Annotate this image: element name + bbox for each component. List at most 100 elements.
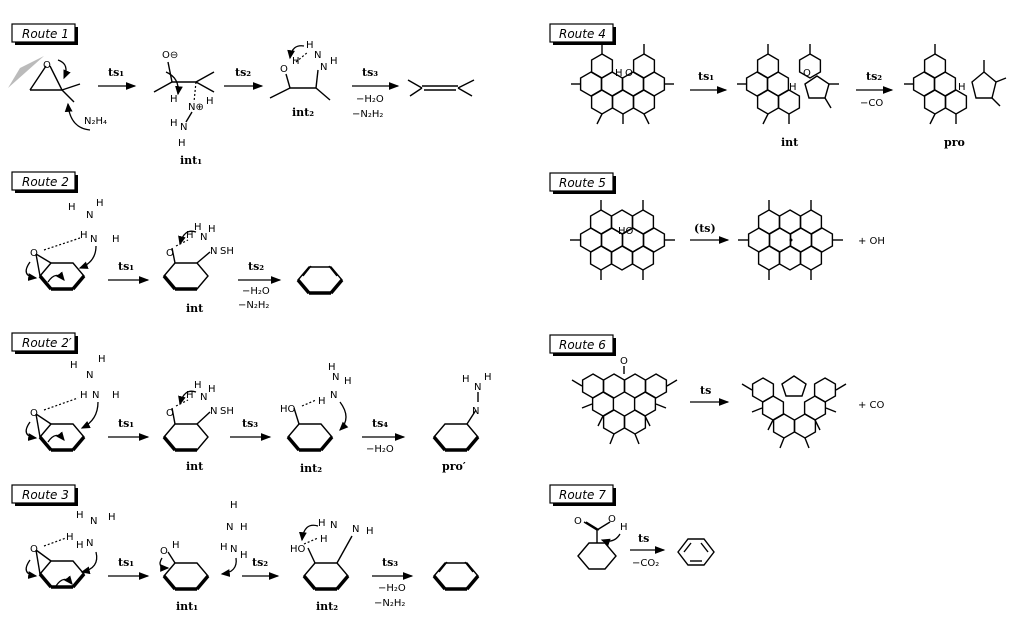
svg-text:H: H	[320, 534, 328, 545]
svg-text:Route 6: Route 6	[559, 338, 606, 352]
route1-alkene-product	[407, 79, 475, 97]
svg-text:ts₃: ts₃	[242, 417, 258, 430]
svg-text:ts₃: ts₃	[382, 556, 398, 569]
svg-text:H: H	[206, 96, 214, 107]
svg-text:H: H	[80, 230, 88, 241]
route-7-scheme: O O H ts −CO₂	[574, 514, 715, 570]
svg-text:N: N	[330, 520, 337, 531]
route2p-int2: HO H N N H H int₂	[280, 362, 352, 475]
svg-text:H: H	[344, 376, 352, 387]
svg-text:−CO: −CO	[860, 98, 883, 109]
svg-text:int₂: int₂	[300, 462, 322, 475]
route-5-label: Route 5	[549, 172, 616, 194]
svg-text:−N₂H₂: −N₂H₂	[352, 109, 383, 120]
route4-product: H pro	[904, 44, 1007, 149]
svg-text:H: H	[66, 532, 74, 543]
svg-text:O: O	[43, 60, 51, 71]
svg-text:H: H	[328, 362, 336, 373]
epoxide-molecule: O N₂H₄	[8, 56, 107, 131]
route-3-scheme: O H N H H H N ts₁ O H H N H H N H	[25, 500, 480, 613]
svg-text:H: H	[112, 234, 120, 245]
svg-text:H: H	[194, 380, 202, 391]
route2p-int: O H H N H N SH int	[162, 380, 234, 473]
svg-text:H: H	[70, 360, 78, 371]
route3-reactant: O H N H H H N	[25, 510, 116, 589]
svg-text:pro′: pro′	[442, 460, 466, 473]
svg-text:N: N	[210, 246, 217, 257]
svg-text:O: O	[160, 546, 168, 557]
benzoic-acid: O O H	[574, 514, 628, 570]
svg-text:N: N	[86, 538, 93, 549]
svg-text:−N₂H₂: −N₂H₂	[374, 598, 405, 609]
svg-text:−H₂O: −H₂O	[356, 94, 384, 105]
route5-reactant-pah: HO	[570, 200, 675, 280]
svg-text:O: O	[30, 248, 38, 259]
svg-text:ts₁: ts₁	[108, 66, 124, 79]
svg-text:H: H	[620, 522, 628, 533]
svg-text:N: N	[92, 390, 99, 401]
svg-text:HO: HO	[280, 404, 296, 415]
svg-text:SH: SH	[220, 406, 234, 417]
svg-text:H: H	[186, 390, 194, 401]
svg-text:H: H	[318, 518, 326, 529]
svg-text:int: int	[186, 460, 204, 473]
svg-text:ts₃: ts₃	[362, 66, 378, 79]
svg-text:int: int	[186, 302, 204, 315]
svg-text:int₂: int₂	[316, 600, 338, 613]
svg-text:N: N	[86, 370, 93, 381]
svg-text:int₁: int₁	[180, 154, 202, 167]
route2p-product: N N H H pro′	[432, 372, 492, 473]
svg-text:H: H	[96, 198, 104, 209]
route5-product-pah	[738, 200, 843, 280]
svg-text:H: H	[306, 40, 314, 51]
svg-text:O: O	[620, 356, 628, 367]
svg-text:O: O	[30, 408, 38, 419]
svg-text:H: H	[76, 510, 84, 521]
svg-text:O: O	[280, 64, 288, 75]
svg-text:+ CO: + CO	[858, 400, 885, 411]
route-4-scheme: H O ts₁ O H int ts₂ −CO	[571, 44, 1007, 149]
svg-text:H: H	[330, 56, 338, 67]
svg-text:−H₂O: −H₂O	[378, 583, 406, 594]
svg-text:H: H	[80, 390, 88, 401]
svg-text:N: N	[226, 522, 233, 533]
svg-text:H: H	[240, 550, 248, 561]
svg-text:Route 2′: Route 2′	[22, 336, 72, 350]
svg-text:Route 3: Route 3	[22, 488, 69, 502]
svg-text:O: O	[574, 516, 582, 527]
svg-text:ts: ts	[638, 532, 649, 545]
route-5-scheme: HO (ts) + OH	[570, 200, 885, 280]
svg-text:−N₂H₂: −N₂H₂	[238, 300, 269, 311]
svg-text:H: H	[98, 354, 106, 365]
route1-int1: O⊖ N⊕ H H N H H int₁	[153, 50, 215, 167]
svg-text:(ts): (ts)	[694, 222, 716, 235]
svg-text:H: H	[208, 384, 216, 395]
svg-text:H: H	[68, 202, 76, 213]
route-2-prime-scheme: O H H N H N H ts₁ O H H N H N SH	[25, 354, 492, 475]
route-7-label: Route 7	[549, 484, 616, 506]
svg-text:H: H	[186, 230, 194, 241]
svg-text:ts₄: ts₄	[372, 417, 388, 430]
svg-text:N: N	[200, 392, 207, 403]
svg-text:O: O	[166, 408, 174, 419]
svg-text:HO: HO	[290, 544, 306, 555]
route-1-label: Route 1	[11, 23, 78, 45]
svg-text:H: H	[76, 540, 84, 551]
route7-benzene-product	[677, 538, 715, 566]
svg-text:SH: SH	[220, 246, 234, 257]
svg-text:H: H	[170, 118, 178, 129]
route1-int2: O H H N N H int₂	[269, 40, 338, 119]
svg-text:ts: ts	[700, 384, 711, 397]
svg-text:N: N	[90, 516, 97, 527]
svg-text:int₂: int₂	[292, 106, 314, 119]
route2-reactant: O H H N H N H	[25, 198, 120, 291]
svg-text:N: N	[320, 62, 327, 73]
svg-text:ts₁: ts₁	[118, 260, 134, 273]
svg-text:int₁: int₁	[176, 600, 198, 613]
svg-text:N: N	[90, 234, 97, 245]
svg-text:O: O	[166, 248, 174, 259]
route-2-scheme: O H H N H N H ts₁ O H H N H N SH	[25, 198, 344, 315]
svg-text:Route 1: Route 1	[22, 27, 69, 41]
svg-text:H: H	[958, 82, 966, 93]
svg-text:H: H	[178, 138, 186, 149]
